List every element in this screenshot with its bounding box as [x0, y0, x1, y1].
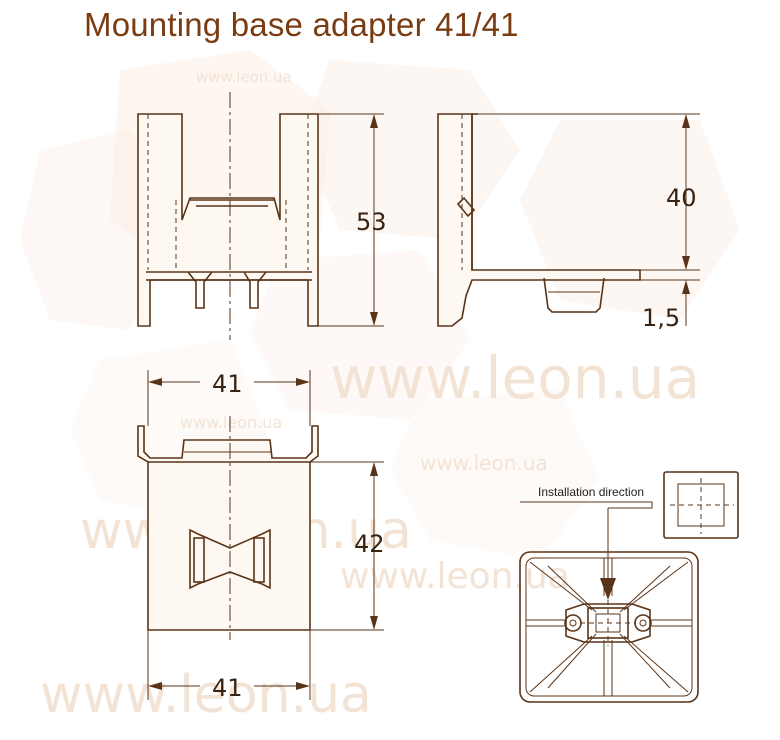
watermark-text-1: www.leon.ua	[196, 68, 292, 86]
watermark-text-2: www.leon.ua	[330, 344, 700, 412]
watermark-text-7: www.leon.ua	[180, 413, 282, 432]
dimension-1-5: 1,5	[642, 280, 690, 332]
watermark-text-6: www.leon.ua	[40, 665, 372, 725]
dimension-42: 42	[310, 461, 385, 631]
side-view	[437, 113, 641, 327]
dimension-53-label: 53	[356, 208, 387, 236]
dimension-1-5-label: 1,5	[642, 304, 680, 332]
top-view	[137, 370, 319, 700]
dimension-41-bottom-label: 41	[212, 674, 243, 702]
front-view	[137, 92, 319, 340]
installation-direction-label: Installation direction	[538, 485, 644, 499]
dimension-53: 53	[318, 113, 387, 327]
dimension-41-bottom: 41	[148, 674, 310, 702]
dimension-41-top-label: 41	[212, 370, 243, 398]
dimension-41-top: 41	[148, 370, 310, 398]
dimension-40: 40	[478, 113, 700, 281]
dimension-40-label: 40	[666, 184, 697, 212]
installation-view: Installation direction	[519, 471, 739, 703]
watermark-text-5: www.leon.ua	[420, 451, 548, 475]
dimension-42-label: 42	[354, 530, 385, 558]
page-title: Mounting base adapter 41/41	[84, 6, 519, 43]
watermark-layer: www.leon.ua www.leon.ua www.leon.ua www.…	[20, 50, 740, 725]
